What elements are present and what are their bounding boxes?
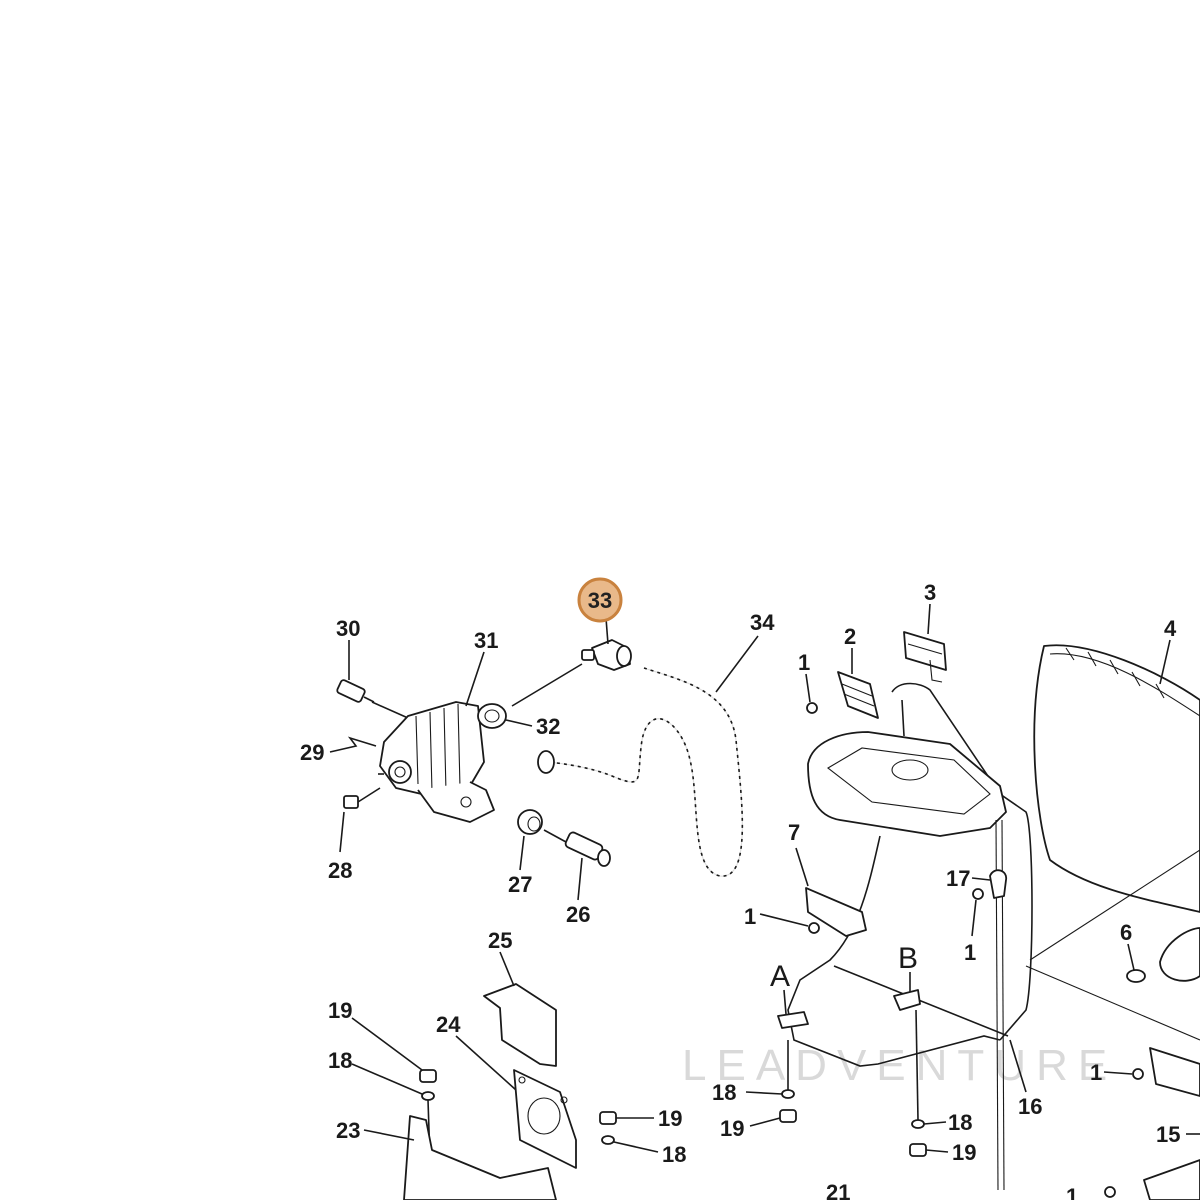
part-1-bolt-c[interactable] [972,888,984,900]
tab-a [777,1011,809,1029]
strap [1159,927,1200,982]
label-32: 32 [536,714,560,739]
part-19-nut-d[interactable] [419,1069,437,1083]
part-28-fitting[interactable] [343,787,381,809]
leader-7 [795,847,809,887]
label-30: 30 [336,616,360,641]
label-18-a: 18 [712,1080,736,1105]
label-23: 23 [336,1118,360,1143]
label-34: 34 [750,610,775,635]
leader-32 [505,719,533,727]
leader-1d [1103,1071,1133,1075]
leader-1c [971,899,977,937]
label-2: 2 [844,624,856,649]
label-16: 16 [1018,1094,1042,1119]
leader-1b [759,913,809,927]
part-19-nut-c[interactable] [599,1111,617,1125]
label-18-d: 18 [328,1048,352,1073]
part-19-nut-a[interactable] [779,1109,797,1123]
label-31: 31 [474,628,498,653]
label-b: B [898,942,918,975]
label-25: 25 [488,928,512,953]
part-1-bolt-a[interactable] [806,702,818,714]
label-19-c: 19 [658,1106,682,1131]
part-25-bracket[interactable] [483,983,557,1067]
label-27: 27 [508,872,532,897]
part-4-shell[interactable] [1033,644,1200,913]
leader-31 [465,651,485,707]
part-1-bolt-d[interactable] [1132,1068,1144,1080]
part-18-washer-d[interactable] [421,1091,435,1101]
part-30-sensor[interactable] [336,679,409,719]
part-18-washer-c[interactable] [601,1135,615,1145]
leader-26 [577,857,583,901]
part-26-switch[interactable] [564,831,611,867]
label-1-top: 1 [798,650,810,675]
leader-24 [455,1035,517,1091]
label-6: 6 [1120,920,1132,945]
leader-23 [363,1129,415,1141]
label-1-mid: 1 [964,940,976,965]
part-1-bolt-b[interactable] [808,922,820,934]
label-a: A [770,960,790,993]
leader-25 [499,951,515,987]
part-33-elbow-fitting[interactable] [581,639,632,671]
part-23-plate[interactable] [403,1115,557,1200]
label-15: 15 [1156,1122,1180,1147]
part-3-bracket[interactable] [903,631,947,683]
leader-3 [927,603,931,635]
label-4: 4 [1164,616,1177,641]
leader-6 [1127,943,1135,971]
part-6-ring[interactable] [1126,969,1146,983]
part-18-washer-b[interactable] [911,1119,925,1129]
callout-labels: 30 31 32 29 28 27 26 34 2 3 4 1 7 1 17 1… [300,580,1180,1200]
leader-28 [339,811,345,853]
leader-33 [605,617,609,645]
part-27-grommet[interactable] [517,809,543,835]
part-17-clamp[interactable] [989,869,1007,899]
label-19-a: 19 [720,1116,744,1141]
label-1-right: 1 [1090,1060,1102,1085]
part-19-nut-b[interactable] [909,1143,927,1157]
label-17: 17 [946,866,970,891]
watermark: LEADVENTURE [682,1041,1117,1090]
label-24: 24 [436,1012,461,1037]
label-21: 21 [826,1180,850,1200]
leader-29 [329,736,377,753]
leader-16 [1009,1039,1027,1093]
part-16-frame[interactable] [787,682,1200,1191]
leader-17 [971,877,991,881]
leader-27 [519,835,525,871]
label-18-c: 18 [662,1142,686,1167]
label-18-b: 18 [948,1110,972,1135]
leader-4 [1159,639,1171,685]
label-26: 26 [566,902,590,927]
part-34-coiled-hose[interactable] [537,667,744,877]
label-28: 28 [328,858,352,883]
label-1-bottom: 1 [1066,1184,1078,1200]
tab-b [893,989,921,1011]
label-29: 29 [300,740,324,765]
label-3: 3 [924,580,936,605]
label-19-b: 19 [952,1140,976,1165]
connection-line-32-33 [511,663,583,707]
part-2-bracket[interactable] [837,671,879,719]
part-1-bolt-e[interactable] [1104,1186,1116,1198]
part-24-plate[interactable] [513,1069,577,1169]
part-7-bracket[interactable] [805,887,867,937]
part-32-nut[interactable] [477,703,507,729]
part-18-washer-a[interactable] [781,1089,795,1099]
label-19-d: 19 [328,998,352,1023]
label-7: 7 [788,820,800,845]
part-15-bracket[interactable] [1143,1047,1200,1200]
part-31-motor[interactable] [378,701,495,823]
highlight-marker-33[interactable]: 33 [577,577,623,623]
label-1-left: 1 [744,904,756,929]
leader-34 [715,635,759,693]
leader-a [783,989,787,1015]
leader-1a [805,673,811,703]
label-33: 33 [588,588,612,613]
